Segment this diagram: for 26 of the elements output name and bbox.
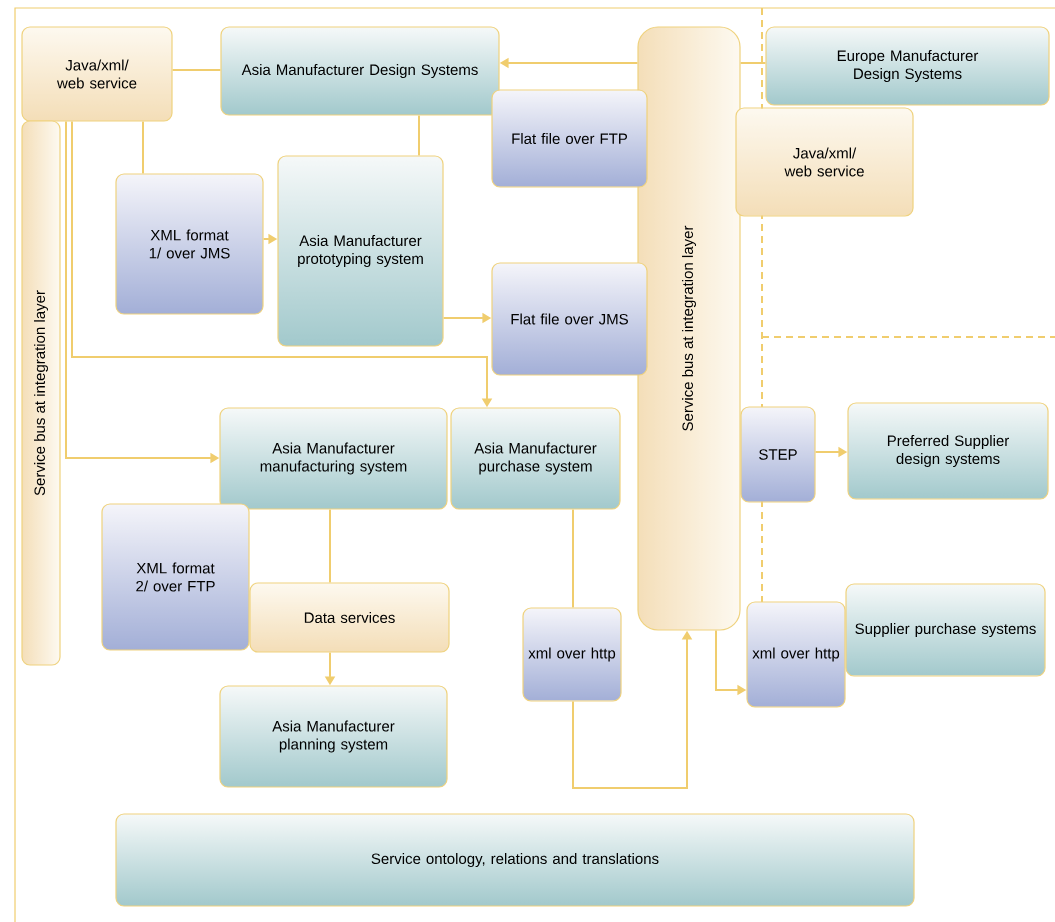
- protocol-box: Flat file over JMS: [491, 262, 648, 376]
- service-box: Java/xml/ web service: [735, 107, 914, 217]
- protocol-box: XML format 2/ over FTP: [101, 503, 250, 651]
- service-box: Java/xml/ web service: [21, 26, 173, 122]
- system-box: Preferred Supplier design systems: [847, 402, 1049, 500]
- connector-line: [329, 508, 331, 584]
- connector-line: [739, 62, 767, 64]
- protocol-box: XML format 1/ over JMS: [115, 173, 264, 315]
- system-box: Asia Manufacturer planning system: [219, 685, 448, 788]
- system-box: Asia Manufacturer purchase system: [450, 407, 621, 510]
- system-box: Service ontology, relations and translations: [115, 813, 915, 907]
- connector-line: [171, 69, 222, 71]
- system-box: Supplier purchase systems: [845, 583, 1046, 677]
- protocol-box: STEP: [740, 406, 816, 503]
- protocol-box: xml over http: [746, 601, 846, 708]
- service-box: Data services: [249, 582, 450, 653]
- system-box: Europe Manufacturer Design Systems: [765, 26, 1050, 106]
- system-box: Asia Manufacturer Design Systems: [220, 26, 500, 116]
- connector-line: [142, 120, 144, 175]
- protocol-box: Flat file over FTP: [491, 89, 648, 188]
- connector-line: [572, 508, 574, 609]
- connector-line: [418, 114, 420, 157]
- protocol-box: xml over http: [522, 607, 622, 702]
- system-box: Asia Manufacturer prototyping system: [277, 155, 444, 347]
- service-bus-bar: Service bus at integration layer: [21, 120, 61, 666]
- system-box: Asia Manufacturer manufacturing system: [219, 407, 448, 510]
